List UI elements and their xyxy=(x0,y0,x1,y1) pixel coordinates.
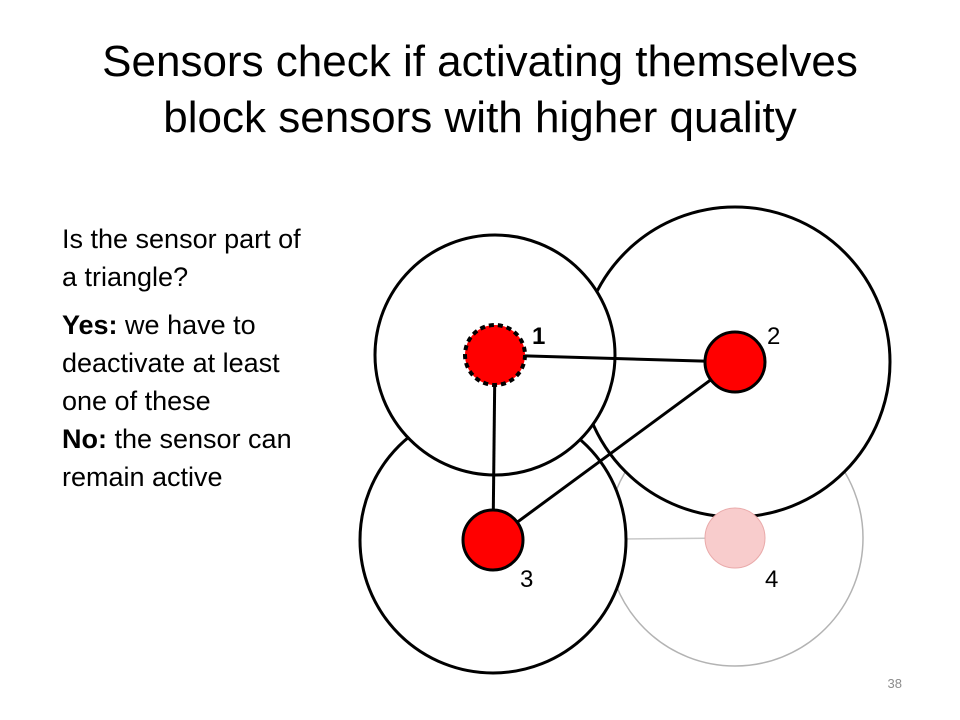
no-paragraph: No: the sensor can remain active xyxy=(62,420,312,496)
sensor-1-label: 1 xyxy=(532,323,545,350)
yes-text: we have to deactivate at least one of th… xyxy=(62,310,280,416)
sensor-4-node xyxy=(704,507,766,569)
title-line-2: block sensors with higher quality xyxy=(163,93,797,142)
edge-1-2 xyxy=(494,353,736,364)
sensor-1-node xyxy=(463,323,527,387)
slide-number: 38 xyxy=(887,676,902,691)
yes-paragraph: Yes: we have to deactivate at least one … xyxy=(62,306,312,420)
sensor-3-label: 3 xyxy=(520,566,533,593)
no-text: the sensor can remain active xyxy=(62,424,292,492)
title-line-1: Sensors check if activating themselves xyxy=(102,37,858,86)
sensor-4-label: 4 xyxy=(765,566,778,593)
edge-2-3 xyxy=(492,360,736,542)
sensor-3-node xyxy=(461,508,525,572)
yes-label: Yes: xyxy=(62,310,118,340)
sensor-2-node xyxy=(703,330,767,394)
question-text: Is the sensor part of a triangle? xyxy=(62,224,301,292)
body-text: Is the sensor part of a triangle? Yes: w… xyxy=(62,220,312,496)
slide-title: Sensors check if activating themselves b… xyxy=(0,34,960,146)
sensor-2-label: 2 xyxy=(767,323,780,350)
no-label: No: xyxy=(62,424,107,454)
